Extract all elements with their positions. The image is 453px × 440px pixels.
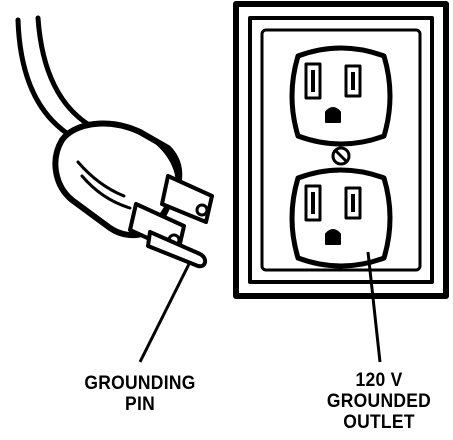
- grounded-outlet-label: 120 V GROUNDED OUTLET: [310, 370, 448, 433]
- blade-hole: [195, 203, 209, 217]
- grip-ridge: [80, 174, 132, 210]
- cord: [35, 15, 97, 131]
- pin-leader-line: [138, 261, 192, 363]
- label-line: GROUNDING: [84, 373, 196, 394]
- grounding-pin: [146, 230, 207, 269]
- grounding-pin-label: GROUNDING PIN: [48, 373, 232, 415]
- slot-inner: [311, 192, 315, 214]
- ground-hole: [325, 229, 341, 245]
- slot-inner: [351, 194, 355, 212]
- plug-icon: [15, 15, 214, 269]
- label-line: PIN: [125, 394, 155, 415]
- outlet-icon: [233, 1, 449, 299]
- slot-inner: [351, 72, 355, 90]
- grip-ridge: [76, 160, 126, 198]
- cord: [15, 17, 81, 143]
- label-line: GROUNDED: [326, 391, 432, 412]
- label-line: 120 V: [355, 370, 403, 391]
- ground-hole: [325, 107, 341, 123]
- outlet-leader-line: [366, 251, 382, 363]
- screw-slot: [333, 148, 349, 164]
- slot-inner: [311, 70, 315, 92]
- label-line: OUTLET: [343, 412, 415, 433]
